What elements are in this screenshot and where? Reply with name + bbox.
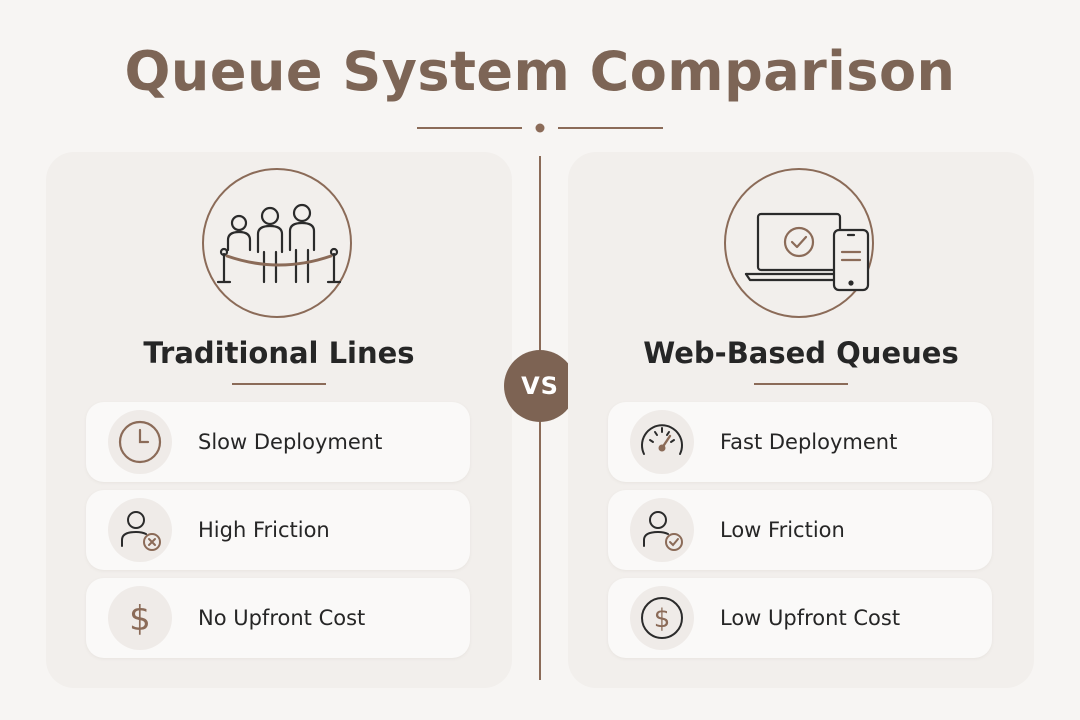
heading-underline [232,383,326,385]
heading-underline [754,383,848,385]
feature-label: No Upfront Cost [198,606,366,630]
svg-text:$: $ [129,599,151,639]
feature-icon-badge [630,498,694,562]
feature-icon-badge [108,410,172,474]
feature-row-low-friction: Low Friction [608,490,992,570]
traditional-lines-panel: Traditional Lines Slow Deployment High F… [46,152,512,688]
clock-icon [118,420,162,464]
panel-heading: Web-Based Queues [643,336,959,370]
svg-text:$: $ [654,604,671,634]
page-title: Queue System Comparison [124,40,956,103]
feature-icon-badge: $ [630,586,694,650]
feature-label: Slow Deployment [198,430,383,454]
feature-label: Low Friction [720,518,845,542]
hero-icon-circle [202,168,352,318]
user-check-icon [643,511,683,551]
title-divider [417,123,663,133]
feature-row-low-upfront-cost: $ Low Upfront Cost [608,578,992,658]
laptop-phone-icon [744,212,870,292]
panel-heading: Traditional Lines [143,336,415,370]
dollar-icon: $ [129,599,151,639]
feature-row-high-friction: High Friction [86,490,470,570]
feature-label: Fast Deployment [720,430,898,454]
vs-badge: VS [504,350,576,422]
feature-icon-badge: $ [108,586,172,650]
feature-label: Low Upfront Cost [720,606,901,630]
feature-row-slow-deployment: Slow Deployment [86,402,470,482]
dollar-circle-icon: $ [641,597,683,639]
hero-icon-circle [724,168,874,318]
people-in-line-icon [216,203,342,284]
web-based-queues-panel: Web-Based Queues Fast Deployment Low Fri… [568,152,1034,688]
user-x-icon [121,511,161,551]
feature-icon-badge [630,410,694,474]
feature-row-fast-deployment: Fast Deployment [608,402,992,482]
feature-icon-badge [108,498,172,562]
speedometer-icon [641,424,683,455]
feature-label: High Friction [198,518,330,542]
feature-row-no-upfront-cost: $ No Upfront Cost [86,578,470,658]
